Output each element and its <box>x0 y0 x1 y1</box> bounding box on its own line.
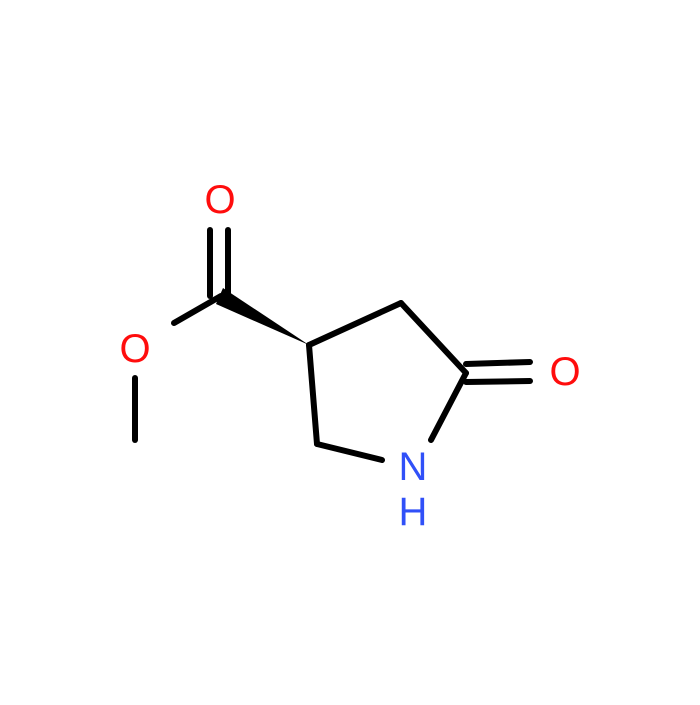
bond-ketone-double-2 <box>463 378 533 385</box>
stereo-wedge-bond <box>216 288 309 345</box>
atom-nitrogen: N <box>399 445 428 489</box>
bond-ester-oxygen-carbon <box>171 293 224 326</box>
bond-ring-c4-c5 <box>398 300 469 376</box>
bond-ring-c2-c3 <box>306 342 320 447</box>
bond-ring-n-c2 <box>314 441 385 463</box>
atom-oxygen-ester: O <box>119 327 150 371</box>
atom-oxygen-carbonyl: O <box>204 178 235 222</box>
bond-ring-c3-c4 <box>306 300 404 348</box>
atom-oxygen-ketone: O <box>549 350 580 394</box>
atom-hydrogen: H <box>399 490 428 534</box>
bond-ketone-double-1 <box>463 359 533 367</box>
bond-ring-c5-n <box>428 370 469 443</box>
